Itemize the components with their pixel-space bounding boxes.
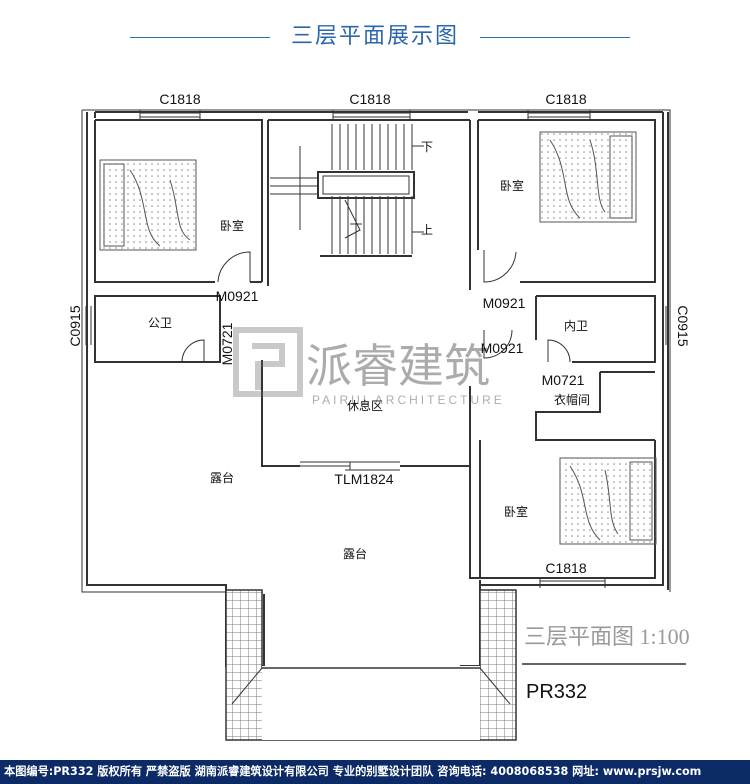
header-rule-left [130, 37, 270, 38]
watermark-sub: PAIRUI ARCHITECTURE [312, 393, 505, 407]
tag-window-bottom-right: C1818 [545, 560, 586, 576]
room-terrace-1: 露台 [210, 470, 234, 485]
tag-door-public-bath: M0721 [219, 322, 235, 365]
room-labels: 卧室 卧室 卧室 公卫 内卫 衣帽间 休息区 露台 露台 下 上 [148, 140, 590, 561]
tag-window-top-left: C1818 [159, 91, 200, 107]
tag-door-ensuite-inner: M0721 [542, 372, 585, 388]
header: 三层平面展示图 [0, 0, 750, 80]
stair-up-label: 上 [421, 223, 433, 237]
title-block: 三层平面图 1:100 PR332 [522, 624, 690, 703]
tag-door-ensuite: M0921 [481, 340, 524, 356]
room-bedroom-ne: 卧室 [500, 178, 524, 193]
room-ensuite-bath: 内卫 [564, 319, 588, 333]
plan-code: PR332 [526, 681, 587, 703]
tag-window-top-right: C1818 [545, 91, 586, 107]
room-bedroom-se: 卧室 [504, 504, 528, 519]
tag-window-left: C0915 [67, 305, 83, 346]
tag-window-top-mid: C1818 [349, 91, 390, 107]
room-public-bath: 公卫 [148, 316, 172, 330]
tag-door-ne: M0921 [483, 295, 526, 311]
staircase [270, 124, 424, 254]
windows [81, 110, 671, 588]
room-lounge: 休息区 [347, 398, 383, 413]
page-title: 三层平面展示图 [290, 24, 459, 49]
room-bedroom-nw: 卧室 [220, 218, 244, 233]
tag-door-nw: M0921 [216, 288, 259, 304]
watermark-name: 派睿建筑 [306, 339, 490, 393]
floor-plan: 派睿建筑 PAIRUI ARCHITECTURE 卧室 卧室 卧室 公卫 内卫 … [67, 91, 691, 741]
room-terrace-2: 露台 [343, 546, 367, 561]
tag-sliding-door: TLM1824 [334, 471, 393, 487]
plan-title: 三层平面图 1:100 [524, 624, 690, 649]
room-cloakroom: 衣帽间 [554, 392, 590, 407]
footer-text: 本图编号:PR332 版权所有 严禁盗版 湖南派睿建筑设计有限公司 专业的别墅设… [4, 765, 702, 778]
header-rule-right [480, 37, 630, 38]
stair-down-label: 下 [421, 140, 433, 154]
balcony-parapet [225, 589, 517, 741]
watermark: 派睿建筑 PAIRUI ARCHITECTURE [233, 327, 505, 407]
beds [99, 131, 657, 545]
tags: C1818 C1818 C1818 C1818 M0921 M0921 M092… [67, 91, 691, 576]
doors [181, 250, 571, 471]
tag-window-right: C0915 [675, 305, 691, 346]
footer-bar: 本图编号:PR332 版权所有 严禁盗版 湖南派睿建筑设计有限公司 专业的别墅设… [0, 760, 750, 784]
